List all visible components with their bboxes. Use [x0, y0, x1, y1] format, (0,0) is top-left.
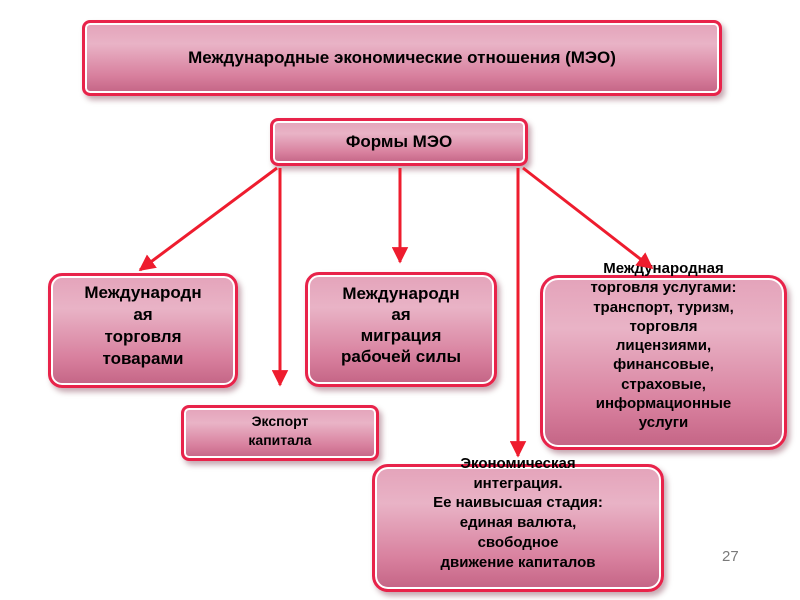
arrow-to-goods-trade [138, 166, 278, 272]
services-trade-box: Международная торговля услугами: транспо… [540, 260, 787, 450]
capital-export-text: Экспорт капитала [248, 413, 312, 448]
arrow-to-services-trade [522, 166, 654, 270]
goods-trade-box: Международн ая торговля товарами [48, 273, 238, 388]
labor-migration-box: Международн ая миграция рабочей силы [305, 272, 497, 387]
page-number: 27 [722, 548, 739, 565]
capital-export-box: Экспорт капитала [181, 405, 379, 461]
goods-trade-text: Международн ая торговля товарами [84, 283, 202, 368]
forms-text: Формы МЭО [345, 132, 453, 151]
integration-box: Экономическая интеграция. Ее наивысшая с… [372, 455, 664, 592]
integration-text: Экономическая интеграция. Ее наивысшая с… [433, 455, 603, 571]
labor-migration-text: Международн ая миграция рабочей силы [340, 284, 462, 366]
forms-box: Формы МЭО [270, 118, 528, 166]
services-trade-text: Международная торговля услугами: транспо… [590, 260, 737, 432]
title-box: Международные экономические отношения (М… [82, 20, 722, 96]
title-text: Международные экономические отношения (М… [188, 48, 616, 67]
